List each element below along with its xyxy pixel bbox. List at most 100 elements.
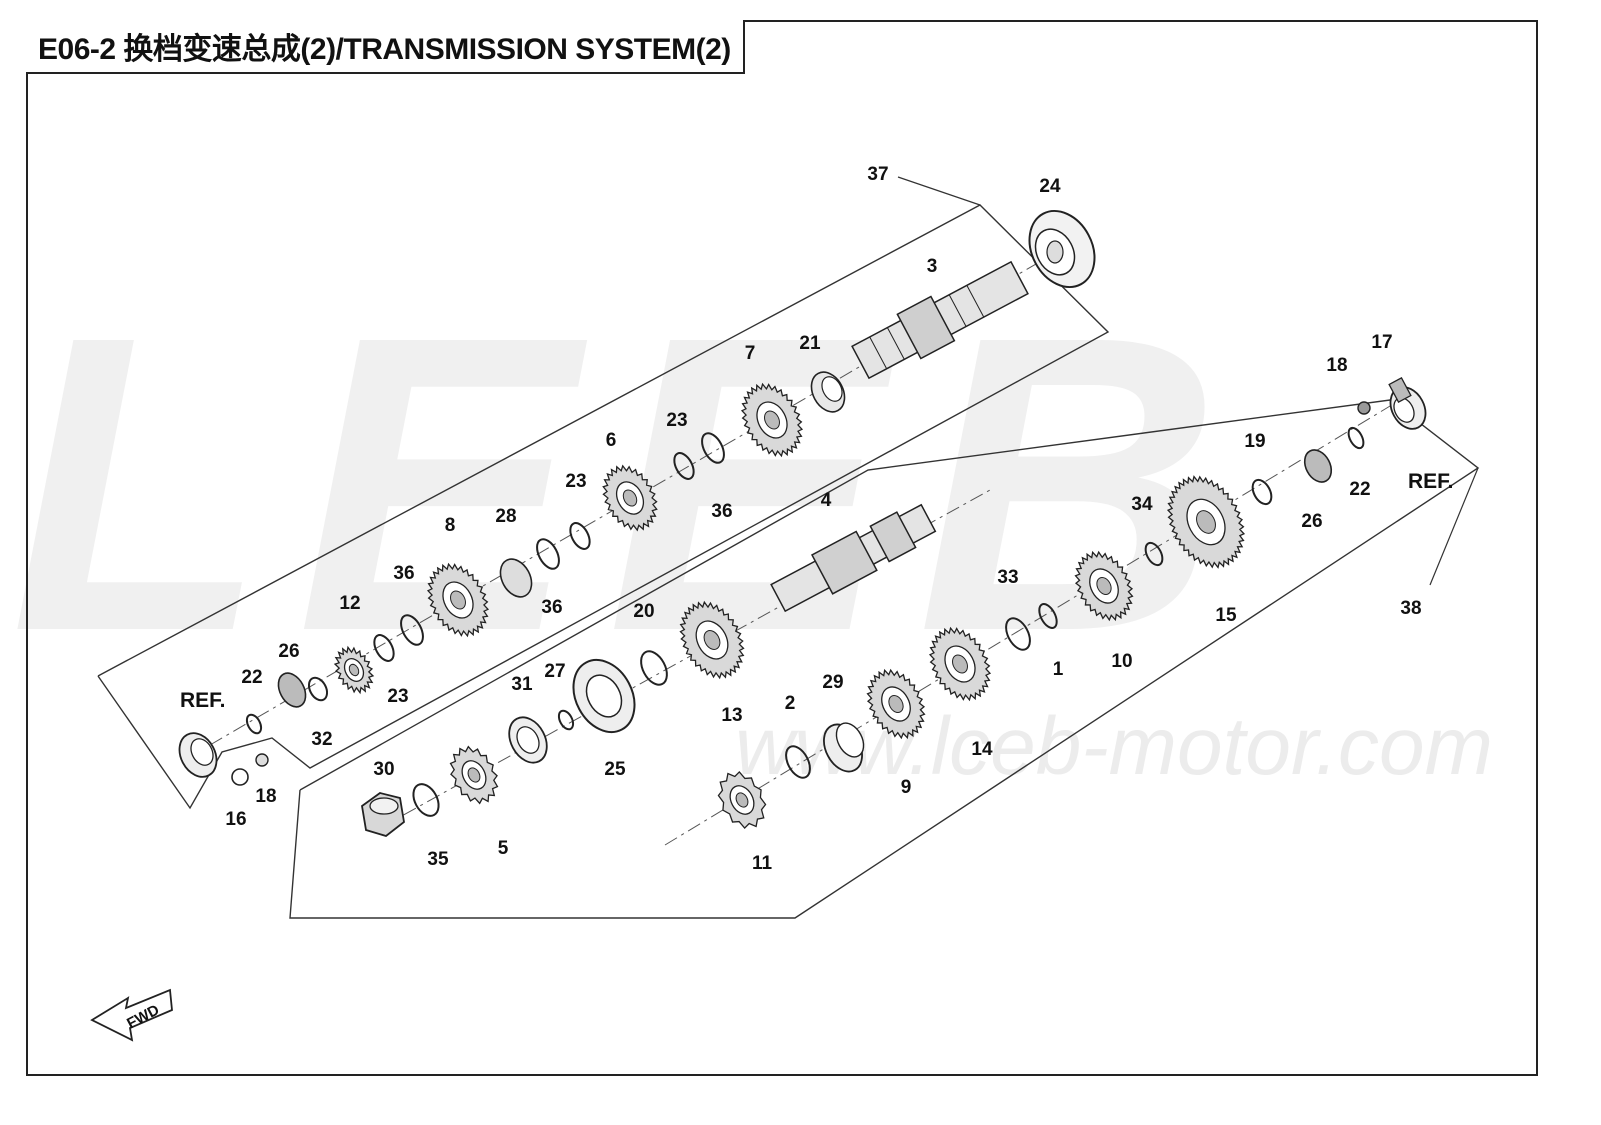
callout-38: 38 (1400, 598, 1421, 619)
callout-5: 5 (498, 838, 509, 859)
callout-31: 31 (511, 674, 533, 695)
callout-10: 10 (1111, 651, 1132, 672)
callout-15: 15 (1215, 605, 1237, 626)
fwd-arrow-icon (90, 988, 173, 1042)
callout-23: 23 (387, 686, 408, 707)
callout-17: 17 (1371, 332, 1392, 353)
callout-18: 18 (255, 786, 276, 807)
callout-23: 23 (565, 471, 586, 492)
callout-34: 34 (1131, 494, 1153, 515)
callout-24: 24 (1039, 176, 1061, 197)
circlip-23-c (373, 634, 395, 662)
callout-19: 19 (1244, 431, 1265, 452)
ref-bearing-left (178, 732, 218, 778)
callout-23: 23 (666, 410, 687, 431)
callout-3: 3 (927, 256, 938, 277)
circlip-23-a (673, 452, 695, 480)
callout-7: 7 (745, 343, 756, 364)
gear-10 (1074, 550, 1134, 622)
callout-11: 11 (752, 853, 773, 874)
plate-17 (1388, 377, 1412, 403)
callout-2: 2 (785, 693, 796, 714)
callout-30: 30 (373, 759, 394, 780)
callout-29: 29 (822, 672, 843, 693)
ref-label-left: REF. (180, 689, 226, 712)
gear-6 (602, 464, 658, 532)
washer-34 (1144, 541, 1164, 567)
bush-29 (823, 722, 865, 773)
callout-14: 14 (971, 739, 993, 760)
callout-9: 9 (901, 777, 912, 798)
circlip-23-b (569, 522, 591, 550)
bearing-25 (572, 658, 636, 734)
washer-2 (785, 745, 811, 779)
needle-bearing-26-right (1303, 449, 1333, 483)
bearing-31 (508, 716, 548, 764)
callout-1: 1 (1053, 659, 1064, 680)
gear-8 (426, 562, 490, 638)
bush-21 (810, 371, 846, 413)
bearing-24 (1028, 209, 1096, 289)
callout-20: 20 (633, 601, 654, 622)
callout-26: 26 (1301, 511, 1322, 532)
callout-22: 22 (1349, 479, 1370, 500)
washer-33 (1005, 617, 1031, 651)
title-box: E06-2 换档变速总成(2)/TRANSMISSION SYSTEM(2) (26, 20, 745, 74)
washer-32 (307, 676, 329, 702)
callout-33: 33 (997, 567, 1018, 588)
callout-4: 4 (821, 490, 832, 511)
gear-14 (928, 626, 992, 702)
callout-8: 8 (445, 515, 456, 536)
callout-37: 37 (867, 164, 888, 185)
countershaft-4 (770, 503, 937, 613)
callout-27: 27 (544, 661, 565, 682)
callout-26: 26 (278, 641, 299, 662)
callout-18: 18 (1326, 355, 1347, 376)
washer-36-c (400, 614, 424, 646)
washer-35 (412, 783, 440, 817)
circlip-22-left (245, 713, 263, 735)
callout-36: 36 (711, 501, 732, 522)
diagram-frame (26, 20, 1538, 1076)
leader-37 (897, 176, 981, 206)
washer-19 (1251, 478, 1273, 506)
gear-9 (866, 668, 926, 740)
gear-13 (679, 600, 745, 680)
lower-axis (664, 399, 1401, 846)
circlip-22-right (1347, 426, 1365, 450)
callout-12: 12 (339, 593, 360, 614)
gear-12 (333, 645, 375, 695)
callout-36: 36 (541, 597, 562, 618)
callout-21: 21 (799, 333, 821, 354)
callout-32: 32 (311, 729, 332, 750)
nut-30 (361, 792, 405, 837)
gear-7 (740, 382, 804, 458)
circlip-27 (557, 709, 575, 731)
callout-35: 35 (427, 849, 449, 870)
callout-25: 25 (604, 759, 626, 780)
callout-6: 6 (606, 430, 617, 451)
washer-36-a (701, 432, 725, 464)
callout-13: 13 (721, 705, 742, 726)
upper-group-outline (97, 204, 1110, 810)
ref-label-right: REF. (1408, 470, 1454, 493)
bolt-18-right (1357, 401, 1371, 415)
needle-bearing-26-left (277, 672, 307, 708)
circlip-1 (1038, 603, 1058, 629)
callout-36: 36 (393, 563, 414, 584)
callout-16: 16 (225, 809, 246, 830)
washer-20 (640, 650, 668, 686)
washer-36-b (536, 538, 560, 570)
washer-16 (231, 768, 249, 786)
callout-22: 22 (241, 667, 262, 688)
page-title: E06-2 换档变速总成(2)/TRANSMISSION SYSTEM(2) (38, 33, 731, 66)
leader-38 (1429, 467, 1479, 586)
needle-bearing-28 (499, 558, 533, 598)
bolt-18-left (255, 753, 269, 767)
gear-11 (717, 771, 767, 829)
callout-28: 28 (495, 506, 516, 527)
gear-15 (1166, 475, 1246, 569)
sprocket-5 (449, 745, 499, 805)
